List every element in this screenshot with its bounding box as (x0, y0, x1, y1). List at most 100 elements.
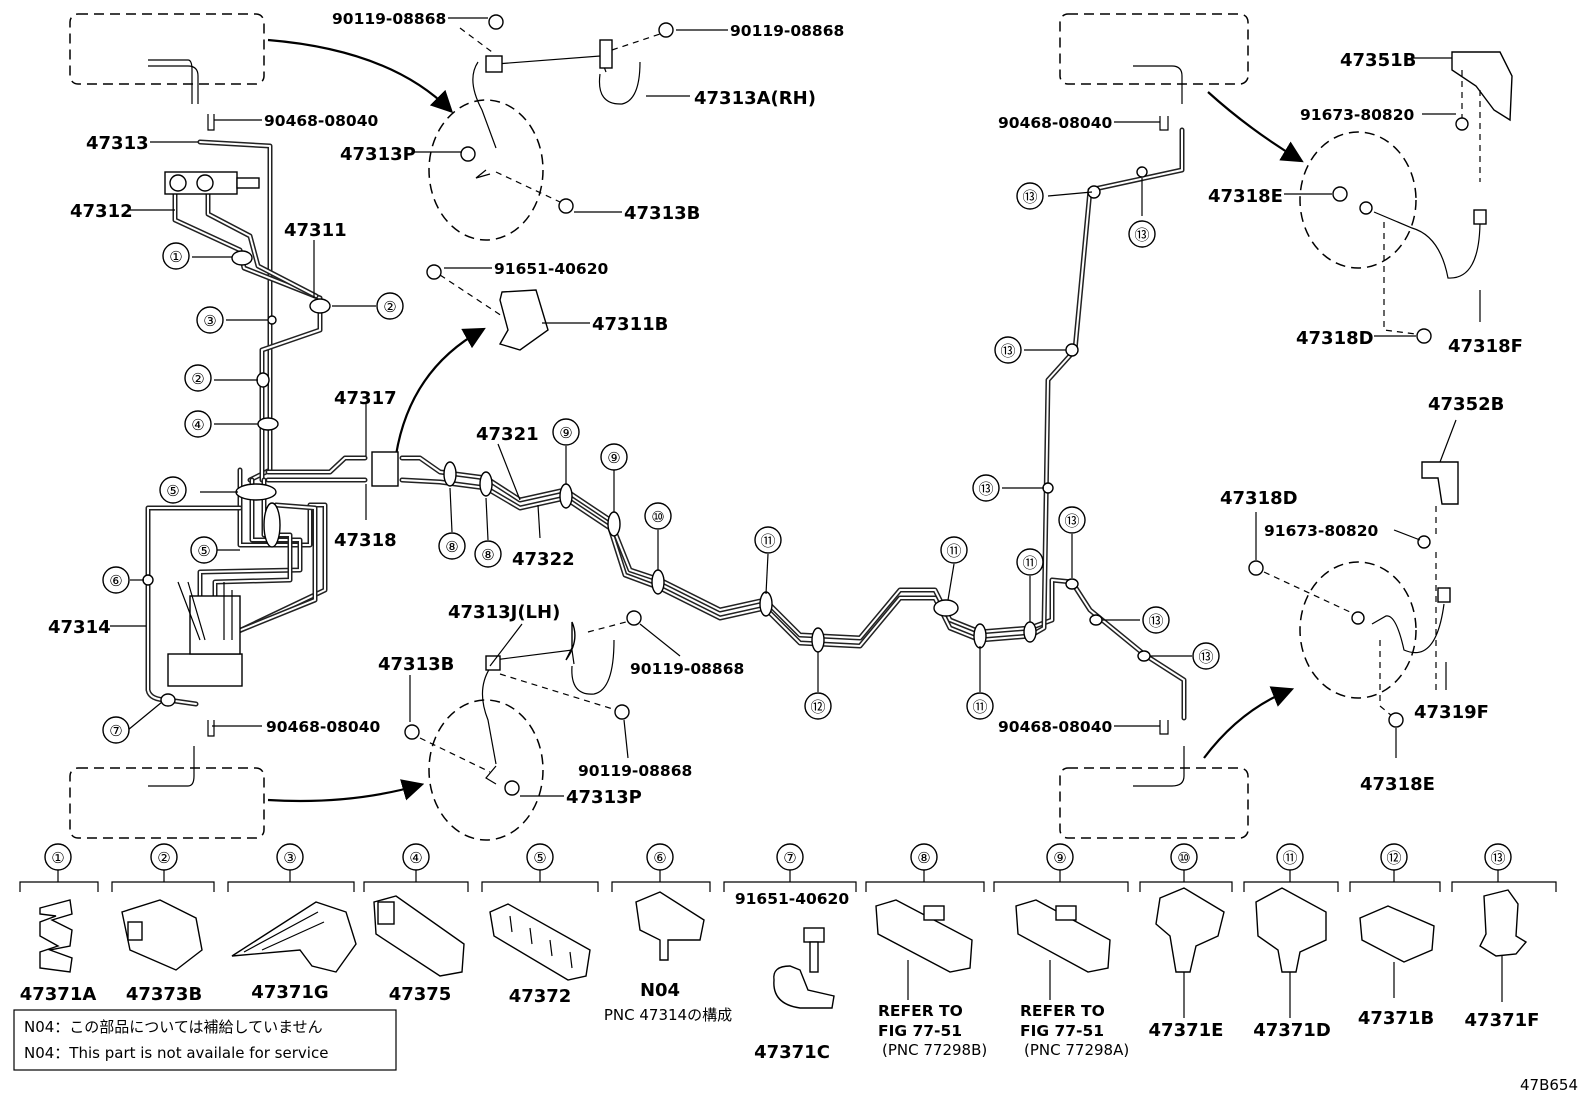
svg-text:⑧: ⑧ (445, 538, 458, 556)
svg-text:91651-40620: 91651-40620 (735, 890, 849, 908)
label-90468-08040-b: 90468-08040 (266, 718, 380, 736)
front-right-zone (1059, 13, 1249, 104)
marker-11: ⑪ (754, 526, 782, 554)
label-47317: 47317 (334, 388, 397, 409)
label-47318: 47318 (334, 530, 397, 551)
svg-text:⑤: ⑤ (166, 482, 179, 500)
svg-text:47371G: 47371G (251, 982, 328, 1003)
svg-text:⑬: ⑬ (1134, 226, 1149, 244)
svg-text:PNC 47314の構成: PNC 47314の構成 (604, 1006, 732, 1024)
svg-text:(PNC 77298A): (PNC 77298A) (1024, 1041, 1129, 1059)
svg-text:⑩: ⑩ (1177, 849, 1190, 867)
marker-3: ③ (196, 306, 224, 334)
marker-11: ⑪ (966, 692, 994, 720)
legend-4: ④ 47375 (373, 843, 465, 1005)
svg-text:REFER TO: REFER TO (878, 1002, 963, 1020)
svg-text:⑤: ⑤ (197, 542, 210, 560)
svg-text:⑥: ⑥ (109, 572, 122, 590)
marker-9: ⑨ (552, 418, 580, 446)
svg-text:⑫: ⑫ (1386, 849, 1401, 867)
marker-13: ⑬ (994, 336, 1022, 364)
svg-text:⑬: ⑬ (1064, 512, 1079, 530)
zoom-arrows (267, 38, 1304, 803)
marker-2: ② (376, 292, 404, 320)
label-47351B: 47351B (1340, 50, 1416, 71)
label-47318E-a: 47318E (1208, 186, 1283, 207)
clip-legend: ① 47371A ② 47373B ③ 47371G ④ 47375 ⑤ 473… (19, 843, 1557, 1063)
svg-text:⑪: ⑪ (760, 532, 775, 550)
svg-text:③: ③ (203, 312, 216, 330)
marker-9: ⑨ (600, 443, 628, 471)
marker-13: ⑬ (1016, 182, 1044, 210)
label-47322: 47322 (512, 549, 575, 570)
svg-text:⑩: ⑩ (651, 508, 664, 526)
marker-12: ⑫ (804, 692, 832, 720)
legend-11: ⑪ 47371D (1253, 843, 1331, 1041)
marker-13: ⑬ (1128, 220, 1156, 248)
label-47313P-b: 47313P (566, 787, 642, 808)
svg-text:③: ③ (283, 849, 296, 867)
svg-text:⑨: ⑨ (1053, 849, 1066, 867)
legend-12: ⑫ 47371B (1358, 843, 1435, 1029)
label-91673-80820-a: 91673-80820 (1300, 106, 1414, 124)
marker-11: ⑪ (940, 536, 968, 564)
svg-text:⑪: ⑪ (1282, 849, 1297, 867)
svg-text:47371E: 47371E (1149, 1020, 1224, 1041)
marker-8: ⑧ (474, 540, 502, 568)
legend-6: ⑥ N04 PNC 47314の構成 (604, 843, 732, 1024)
svg-text:⑬: ⑬ (1198, 648, 1213, 666)
svg-text:①: ① (51, 849, 64, 867)
marker-2: ② (184, 364, 212, 392)
svg-text:⑬: ⑬ (1148, 612, 1163, 630)
label-90119-08868-a: 90119-08868 (332, 10, 446, 28)
front-left-zone (69, 13, 265, 104)
legend-2: ② 47373B (121, 843, 203, 1005)
svg-text:(PNC 77298B): (PNC 77298B) (882, 1041, 987, 1059)
legend-13: ⑬ 47371F (1465, 843, 1539, 1031)
svg-text:⑪: ⑪ (972, 698, 987, 716)
label-47313P-a: 47313P (340, 144, 416, 165)
label-47318E-b: 47318E (1360, 774, 1435, 795)
svg-text:47372: 47372 (509, 986, 572, 1007)
label-47313B-b: 47313B (378, 654, 454, 675)
label-47311: 47311 (284, 220, 347, 241)
svg-text:47373B: 47373B (126, 984, 202, 1005)
legend-5: ⑤ 47372 (489, 843, 591, 1007)
marker-5: ⑤ (159, 476, 187, 504)
svg-text:②: ② (383, 298, 396, 316)
marker-1: ① (162, 242, 190, 270)
label-90119-08868-d: 90119-08868 (578, 762, 692, 780)
svg-text:⑤: ⑤ (533, 849, 546, 867)
label-47312: 47312 (70, 201, 133, 222)
svg-text:⑬: ⑬ (978, 480, 993, 498)
svg-text:FIG 77-51: FIG 77-51 (878, 1022, 962, 1040)
leader-lines (110, 17, 1481, 797)
label-47319F: 47319F (1414, 702, 1489, 723)
label-47314: 47314 (48, 617, 111, 638)
svg-text:47371D: 47371D (1253, 1020, 1331, 1041)
svg-text:④: ④ (191, 416, 204, 434)
label-47352B: 47352B (1428, 394, 1504, 415)
svg-text:47371A: 47371A (20, 984, 97, 1005)
label-47318D-a: 47318D (1296, 328, 1374, 349)
rear-right-zone (1059, 746, 1249, 839)
components (164, 14, 1513, 796)
label-90468-08040-a: 90468-08040 (264, 112, 378, 130)
svg-text:⑬: ⑬ (1000, 342, 1015, 360)
svg-text:⑦: ⑦ (783, 849, 796, 867)
marker-13: ⑬ (972, 474, 1000, 502)
label-91651-40620: 91651-40620 (494, 260, 608, 278)
svg-text:47375: 47375 (389, 984, 452, 1005)
svg-text:⑪: ⑪ (1022, 554, 1037, 572)
svg-text:47371B: 47371B (1358, 1008, 1434, 1029)
svg-text:47371C: 47371C (754, 1042, 830, 1063)
svg-text:⑨: ⑨ (607, 449, 620, 467)
note-en: N04：This part is not availale for servic… (24, 1044, 328, 1062)
svg-text:⑧: ⑧ (481, 546, 494, 564)
svg-text:REFER TO: REFER TO (1020, 1002, 1105, 1020)
label-90468-08040-c: 90468-08040 (998, 114, 1112, 132)
detail-circles (428, 99, 1417, 841)
legend-8: ⑧ REFER TO FIG 77-51 (PNC 77298B) (875, 843, 987, 1059)
legend-1: ① 47371A (20, 843, 97, 1005)
